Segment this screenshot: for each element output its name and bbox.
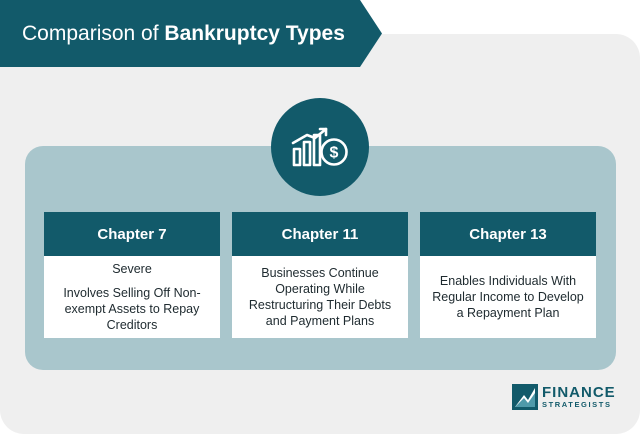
chapter-11-title: Chapter 11 — [232, 212, 408, 256]
page-title: Comparison of Bankruptcy Types — [22, 21, 345, 45]
svg-text:$: $ — [330, 145, 339, 162]
chapter-7-card: Chapter 7 Severe Involves Selling Off No… — [44, 212, 220, 338]
chapter-13-title: Chapter 13 — [420, 212, 596, 256]
chapter-13-card: Chapter 13 Enables Individuals With Regu… — [420, 212, 596, 338]
logo-main-text: FINANCE — [542, 384, 616, 402]
title-banner: Comparison of Bankruptcy Types — [0, 0, 382, 67]
chapter-7-title: Chapter 7 — [44, 212, 220, 256]
chapter-13-description: Enables Individuals With Regular Income … — [432, 274, 584, 320]
bar-chart-coin-icon: $ — [291, 127, 348, 167]
hub-circle: $ — [271, 98, 369, 196]
logo-sub-text: STRATEGISTS — [542, 400, 612, 410]
finance-strategists-logo: FINANCE STRATEGISTS — [512, 384, 616, 410]
logo-mark-icon — [512, 384, 538, 410]
chapter-11-card: Chapter 11 Businesses Continue Operating… — [232, 212, 408, 338]
chapter-7-description: Severe Involves Selling Off Non-exempt A… — [63, 262, 201, 332]
chapter-11-description: Businesses Continue Operating While Rest… — [248, 266, 392, 328]
